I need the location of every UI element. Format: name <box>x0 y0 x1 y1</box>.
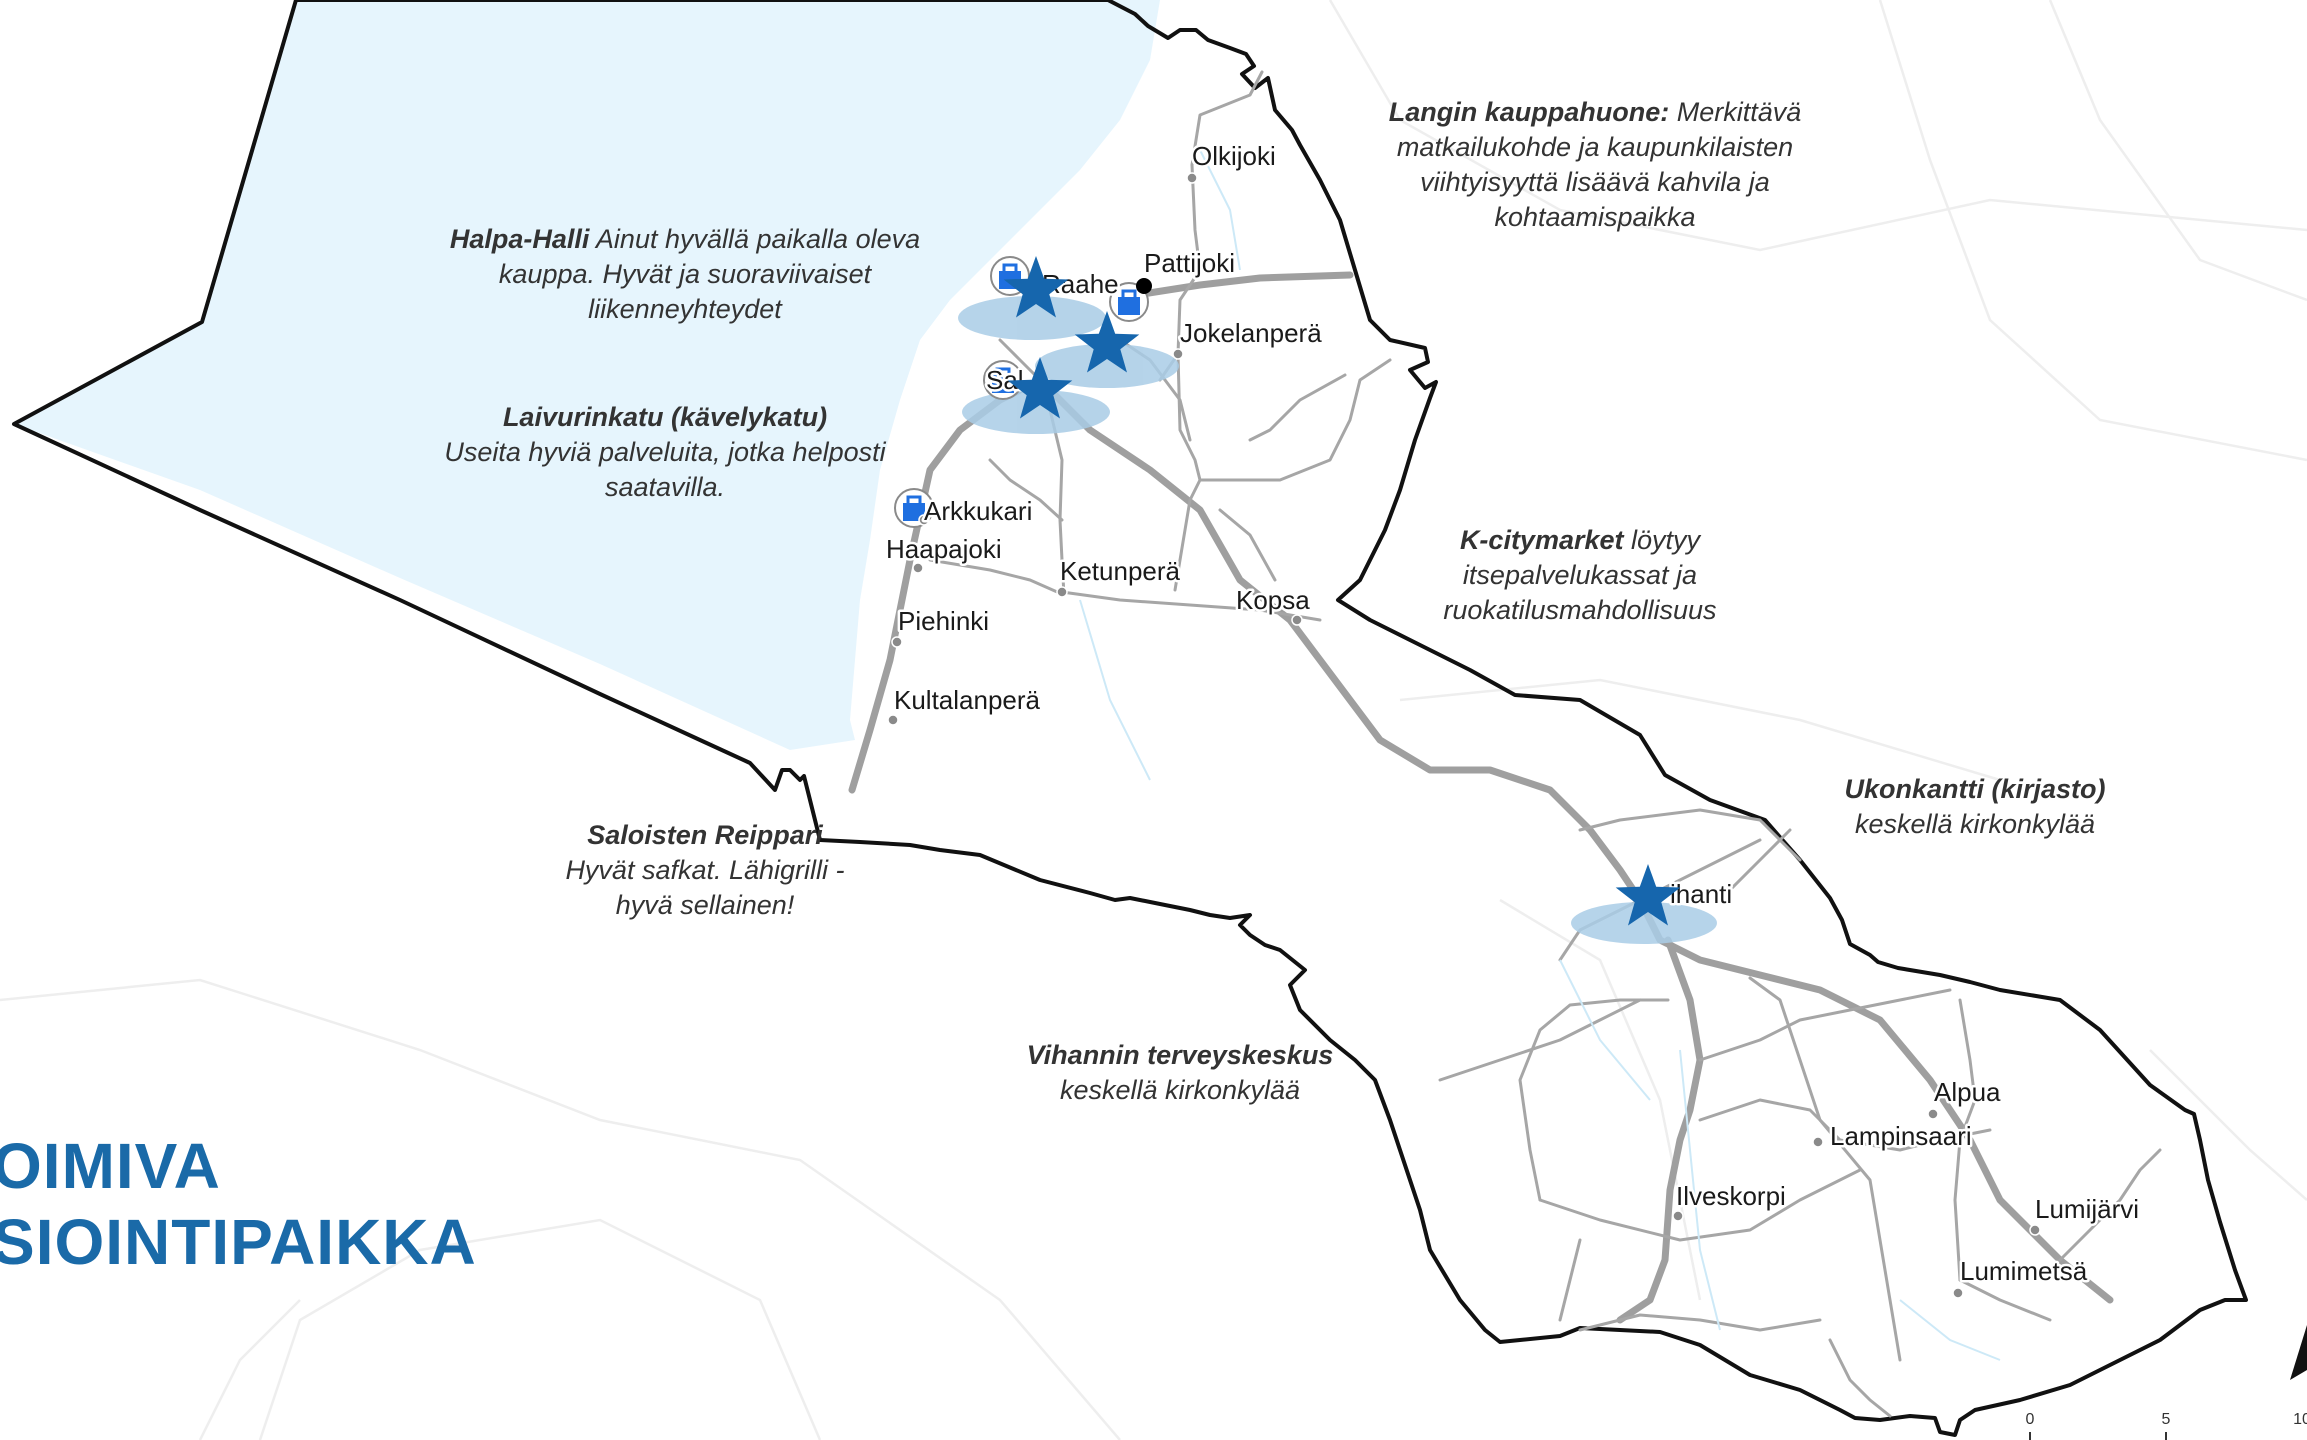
annotation-text: Hyvät safkat. Lähigrilli - hyvä sellaine… <box>565 855 845 920</box>
annotation-title: Halpa-Halli <box>449 224 590 254</box>
place-label: Ilveskorpi <box>1676 1181 1786 1211</box>
rivers <box>1079 149 2001 1361</box>
highlight-raahe-center <box>962 390 1110 434</box>
annotation-title: K-citymarket <box>1459 525 1624 555</box>
star-icon[interactable] <box>1615 864 1681 926</box>
highlight-raahe-east <box>1035 344 1179 388</box>
title-line: OIMIVA <box>0 1130 221 1202</box>
annotation-title: Langin kauppahuone: <box>1388 97 1670 127</box>
star-icon[interactable] <box>1007 357 1073 419</box>
highlight-raahe-north <box>958 296 1106 340</box>
shop-bag-icon[interactable] <box>1109 282 1149 322</box>
annotation-ukonkantti: Ukonkantti (kirjasto) keskellä kirkonkylä… <box>1790 772 2160 842</box>
annotation-text: löytyy itsepalvelukassat ja ruokatilusma… <box>1443 525 1717 625</box>
place-label: ihanti <box>1670 879 1732 909</box>
annotation-vihannin: Vihannin terveyskeskus keskellä kirkonkyl… <box>980 1038 1380 1108</box>
place-label: Ketunperä <box>1060 556 1181 586</box>
star-icon[interactable] <box>1074 311 1140 373</box>
place-olkijoki[interactable]: Olkijoki <box>1186 139 1278 184</box>
scale-label-10: 10 <box>2293 1411 2307 1428</box>
scale-bar: 0 5 10 <box>2026 1411 2307 1440</box>
place-arkkukari[interactable]: Arkkukari <box>918 494 1035 529</box>
annotation-text: keskellä kirkonkylää <box>1059 1075 1301 1105</box>
annotation-title: Ukonkantti (kirjasto) <box>1844 774 2106 804</box>
place-jokelanpera[interactable]: Jokelanperä <box>1172 316 1325 360</box>
annotation-title: Laivurinkatu (kävelykatu) <box>502 402 828 432</box>
annotation-halpa-halli: Halpa-Halli Ainut hyvällä paikalla oleva… <box>420 222 950 327</box>
scale-label-5: 5 <box>2162 1411 2171 1428</box>
place-label: Lumimetsä <box>1960 1256 2088 1286</box>
place-label: Lampinsaari <box>1830 1121 1972 1151</box>
shop-bag-icon[interactable] <box>983 360 1023 400</box>
annotation-k-citymarket: K-citymarket löytyy itsepalvelukassat ja… <box>1400 523 1760 628</box>
place-label: Olkijoki <box>1192 141 1276 171</box>
place-lumijarvi[interactable]: Lumijärvi <box>2029 1192 2142 1236</box>
title-line: SIOINTIPAIKKA <box>0 1206 477 1278</box>
north-arrow-icon <box>2290 1325 2307 1380</box>
star-icon[interactable] <box>1003 256 1069 318</box>
annotation-title: Saloisten Reippari <box>587 820 823 850</box>
annotation-title: Vihannin terveyskeskus <box>1026 1040 1334 1070</box>
highlight-vihanti <box>1571 902 1717 944</box>
sea-area <box>14 0 1160 750</box>
place-label: Haapajoki <box>886 534 1002 564</box>
place-label: Kopsa <box>1236 585 1310 615</box>
annotation-langin: Langin kauppahuone: Merkittävä matkailuk… <box>1340 95 1850 235</box>
annotation-text: Merkittävä matkailukohde ja kaupunkilais… <box>1396 97 1802 232</box>
place-ketunpera[interactable]: Ketunperä <box>1056 554 1183 598</box>
place-vihanti[interactable]: ihanti <box>1668 877 1735 912</box>
annotation-laivurinkatu: Laivurinkatu (kävelykatu) Useita hyviä pa… <box>430 400 900 505</box>
roads <box>848 70 2162 1418</box>
place-pattijoki[interactable]: Pattijoki <box>1136 246 1238 294</box>
annotation-text: keskellä kirkonkylää <box>1854 809 2096 839</box>
place-ilveskorpi[interactable]: Ilveskorpi <box>1672 1179 1788 1222</box>
place-label: Kultalanperä <box>894 685 1041 715</box>
highlight-areas <box>958 296 1717 944</box>
place-label: Alpua <box>1934 1077 2001 1107</box>
place-alpua[interactable]: Alpua <box>1927 1075 2004 1120</box>
place-kopsa[interactable]: Kopsa <box>1234 583 1313 626</box>
place-label: Arkkukari <box>924 496 1032 526</box>
page-title: OIMIVA SIOINTIPAIKKA <box>0 1128 477 1280</box>
place-sal[interactable]: Sal <box>984 363 1027 398</box>
place-label: Piehinki <box>898 606 989 636</box>
annotation-text: Useita hyviä palveluita, jotka helposti … <box>444 437 886 502</box>
scale-label-0: 0 <box>2026 1411 2035 1428</box>
star-markers <box>1003 256 1681 926</box>
place-label: Sal <box>986 365 1024 395</box>
place-haapajoki[interactable]: Haapajoki <box>884 532 1004 574</box>
place-piehinki[interactable]: Piehinki <box>891 604 992 648</box>
place-label: Pattijoki <box>1144 248 1235 278</box>
place-label: Lumijärvi <box>2035 1194 2139 1224</box>
place-kultalanpera[interactable]: Kultalanperä <box>887 683 1043 726</box>
annotation-text: Ainut hyvällä paikalla oleva kauppa. Hyv… <box>498 224 921 324</box>
place-lampinsaari[interactable]: Lampinsaari <box>1812 1119 1974 1154</box>
places: Olkijoki Pattijoki Raahe Jokelanperä Sal… <box>884 139 2142 1299</box>
place-label: Jokelanperä <box>1180 318 1322 348</box>
municipality-border <box>12 0 2248 1437</box>
place-lumimetsa[interactable]: Lumimetsä <box>1952 1254 2090 1299</box>
